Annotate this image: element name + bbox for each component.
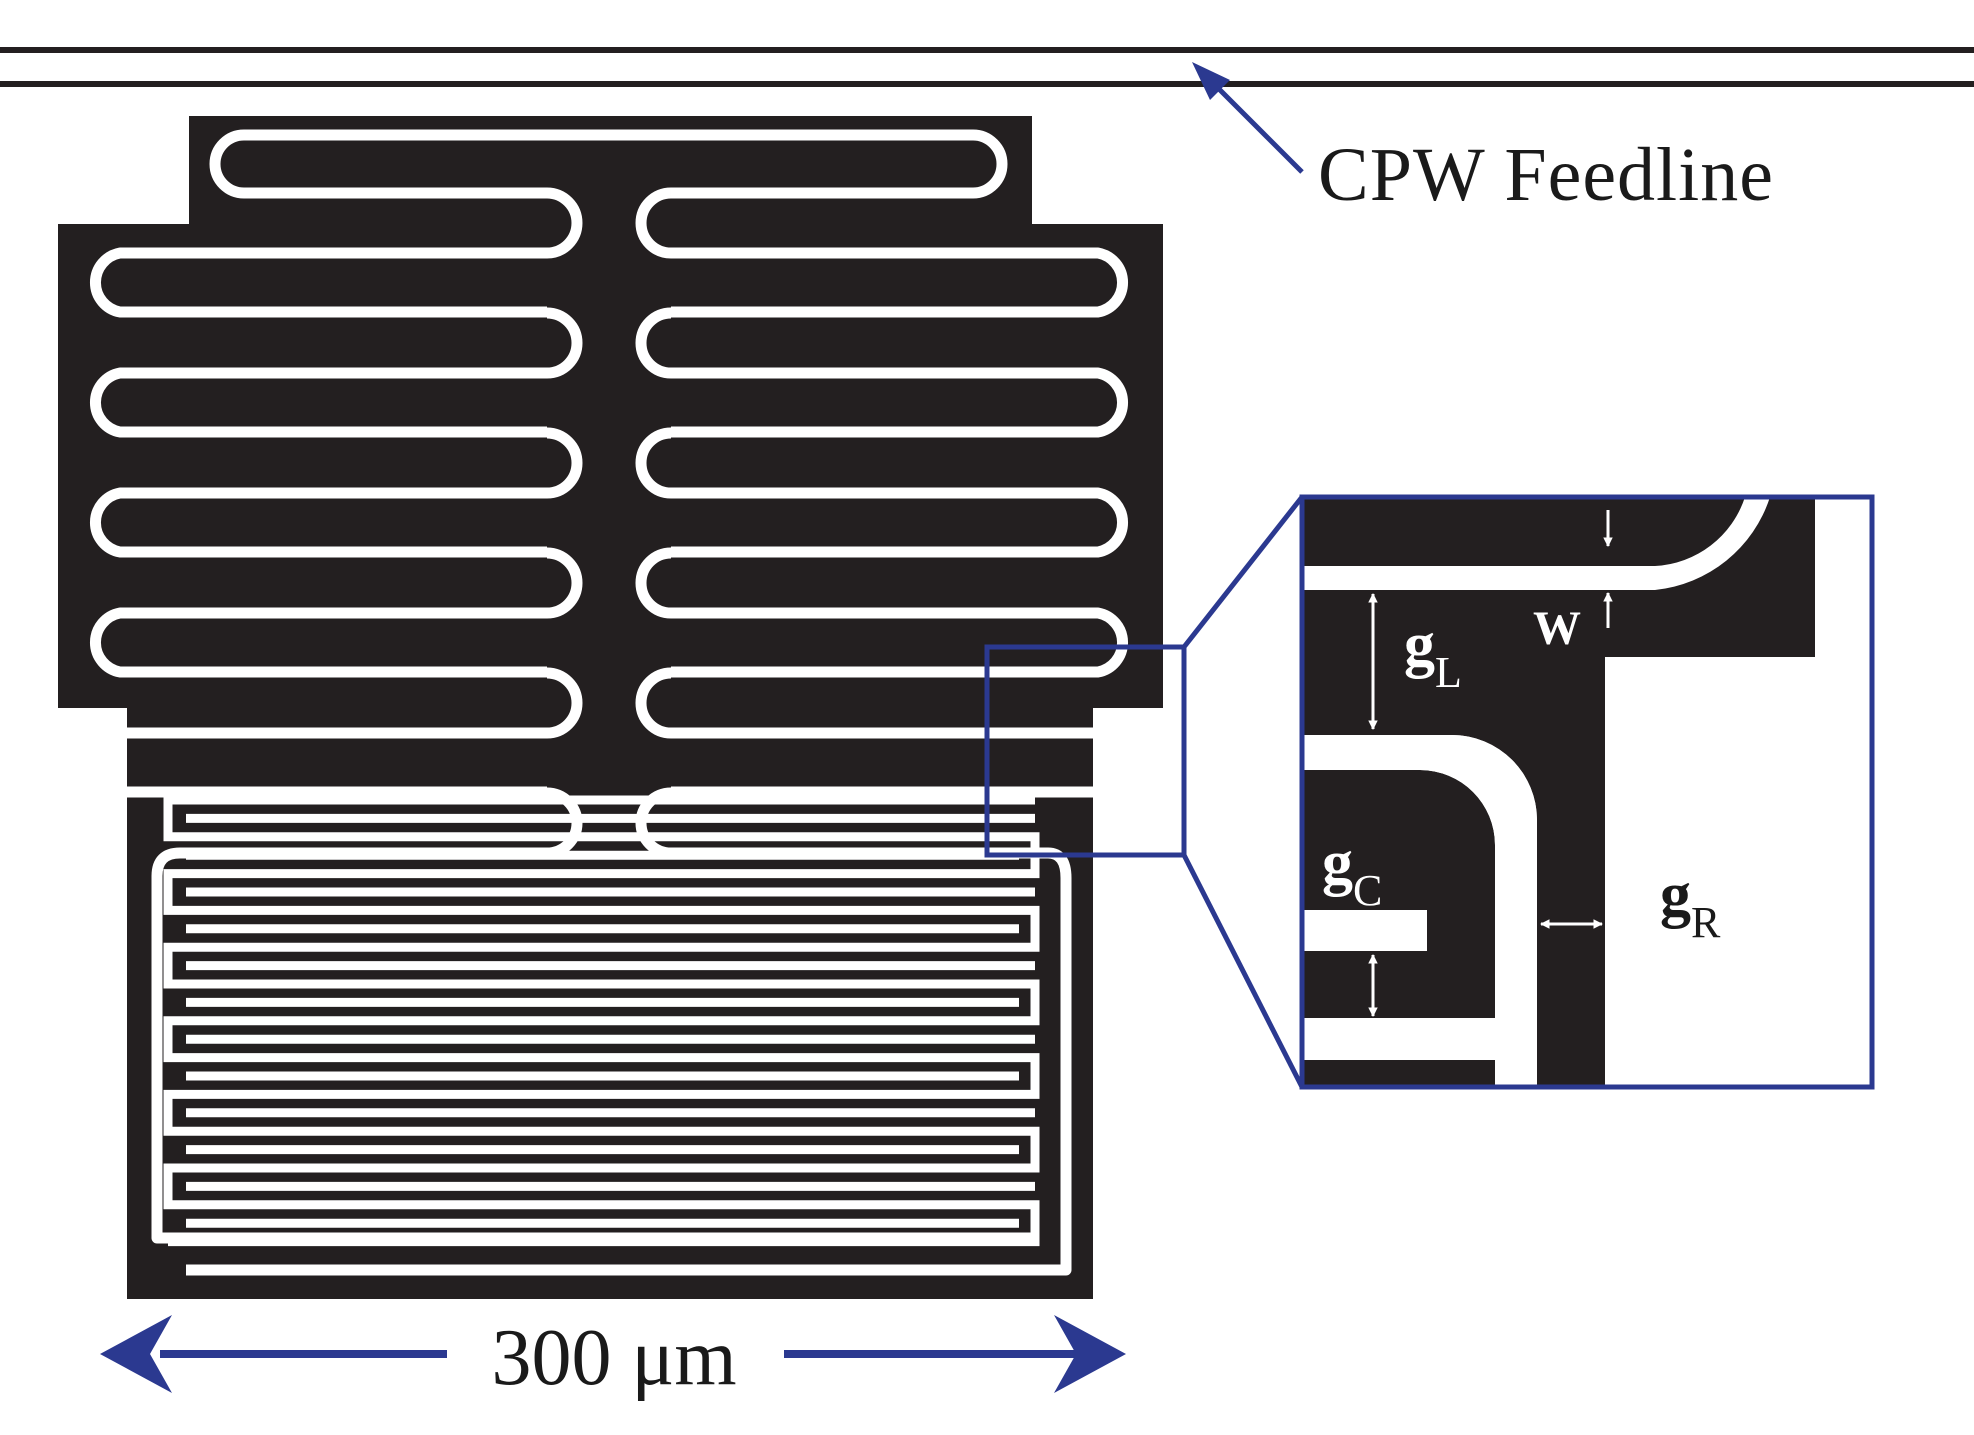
scale-label: 300 μm bbox=[491, 1314, 736, 1402]
capacitor-left-loop bbox=[90, 547, 583, 678]
inductor-meander bbox=[163, 795, 1040, 1247]
capacitor-top-loop bbox=[209, 129, 1008, 199]
capacitor-right-loop bbox=[635, 307, 1128, 438]
cpw-feedline bbox=[0, 47, 1974, 87]
capacitor-left-loop bbox=[90, 427, 583, 558]
capacitor-to-inductor-left bbox=[151, 847, 1035, 1244]
gc-label: gC bbox=[1322, 829, 1382, 915]
capacitor-right-loop bbox=[635, 187, 1128, 318]
capacitor-right-loop bbox=[635, 427, 1128, 558]
resonator-body bbox=[58, 116, 1163, 1299]
feedline-label: CPW Feedline bbox=[1318, 133, 1774, 217]
scale-arrow-left bbox=[100, 1315, 172, 1393]
w-label: W bbox=[1533, 602, 1581, 655]
capacitor-left-loop bbox=[90, 307, 583, 438]
capacitor-right-loop bbox=[635, 547, 1128, 678]
zoom-inset: gL W gC gR bbox=[1299, 494, 1875, 1090]
inductor-gap-traces bbox=[163, 795, 1040, 1247]
capacitor-left-loop bbox=[90, 667, 583, 798]
feedline-callout: CPW Feedline bbox=[1192, 62, 1774, 217]
gl-label: gL bbox=[1404, 611, 1462, 697]
scale-bar: 300 μm bbox=[100, 1314, 1126, 1402]
scale-arrow-right bbox=[1054, 1315, 1126, 1393]
capacitor-left-loop bbox=[90, 187, 583, 318]
capacitor-right-loop bbox=[635, 667, 1128, 798]
zoom-region-box bbox=[984, 495, 1305, 1089]
gr-label: gR bbox=[1660, 861, 1721, 947]
